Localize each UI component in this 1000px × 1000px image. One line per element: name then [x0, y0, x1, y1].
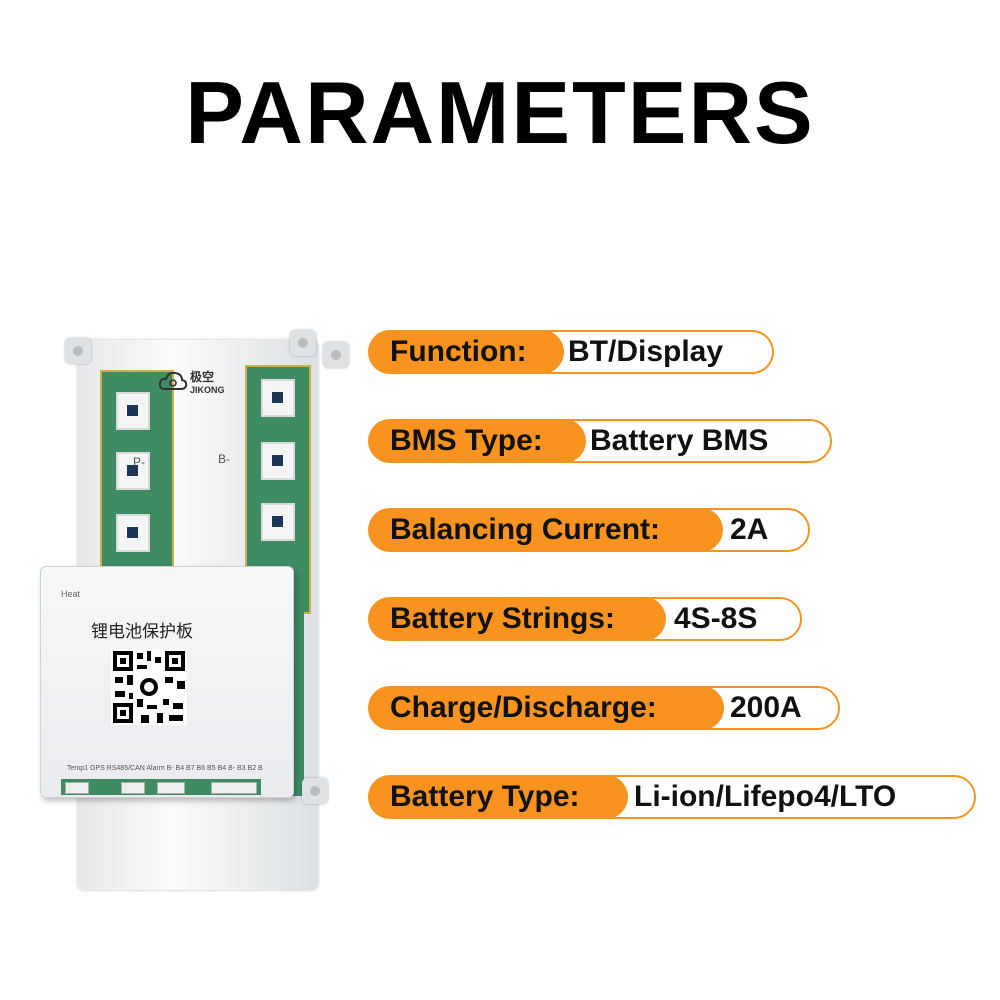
param-battery-strings: Battery Strings: 4S-8S [368, 597, 802, 641]
param-battery-type: Battery Type: Li-ion/Lifepo4/LTO [368, 775, 976, 819]
mounting-tab [65, 338, 91, 364]
mosfet [116, 514, 150, 552]
connector [121, 782, 145, 794]
connector [157, 782, 185, 794]
heat-label: Heat [61, 589, 81, 599]
param-value: Battery BMS [590, 424, 769, 457]
param-balancing-current: Balancing Current: 2A [368, 508, 810, 552]
param-value: 4S-8S [674, 602, 758, 635]
param-value: Li-ion/Lifepo4/LTO [634, 780, 897, 813]
connector [65, 782, 89, 794]
param-key: Function: [368, 330, 564, 374]
label-p: P- [133, 455, 145, 469]
board-cover: Heat 锂电池保护板 Temp1 GPS RS485/CAN Alarm B-… [40, 566, 294, 798]
cover-side-pcb [292, 576, 304, 796]
ports-label: Temp1 GPS RS485/CAN Alarm B- B4 B7 B6 B5… [67, 765, 263, 772]
param-bms-type: BMS Type: Battery BMS [368, 419, 832, 463]
mosfet [116, 392, 150, 430]
mounting-tab [290, 330, 316, 356]
param-value: BT/Display [568, 335, 724, 368]
param-key: Charge/Discharge: [368, 686, 724, 730]
param-value: 2A [730, 513, 769, 546]
param-function: Function: BT/Display [368, 330, 774, 374]
param-key: BMS Type: [368, 419, 586, 463]
param-charge-discharge: Charge/Discharge: 200A [368, 686, 840, 730]
qr-code-icon [111, 649, 187, 725]
connector-strip [61, 779, 261, 795]
connector [211, 782, 257, 794]
mosfet [116, 452, 150, 490]
pcb-left [100, 370, 174, 614]
bms-board-image: 极空 JIKONG P- B- Heat 锂电池保护板 Temp1 GPS RS… [40, 330, 360, 890]
cloud-logo-icon [158, 371, 188, 390]
cover-text: 锂电池保护板 [91, 622, 193, 642]
brand-cn: 极空 [190, 370, 215, 384]
param-key: Battery Strings: [368, 597, 666, 641]
mounting-tab [323, 342, 349, 368]
param-key: Balancing Current: [368, 508, 723, 552]
mosfet [261, 503, 295, 541]
param-key: Battery Type: [368, 775, 628, 819]
label-b: B- [218, 452, 230, 466]
brand-logo: 极空 JIKONG [190, 368, 225, 395]
page-title: PARAMETERS [185, 63, 815, 162]
param-value: 200A [730, 691, 802, 724]
mosfet [261, 379, 295, 417]
param-value-box [568, 775, 976, 819]
mounting-tab [302, 778, 328, 804]
mosfet [261, 442, 295, 480]
brand-en: JIKONG [190, 385, 225, 395]
